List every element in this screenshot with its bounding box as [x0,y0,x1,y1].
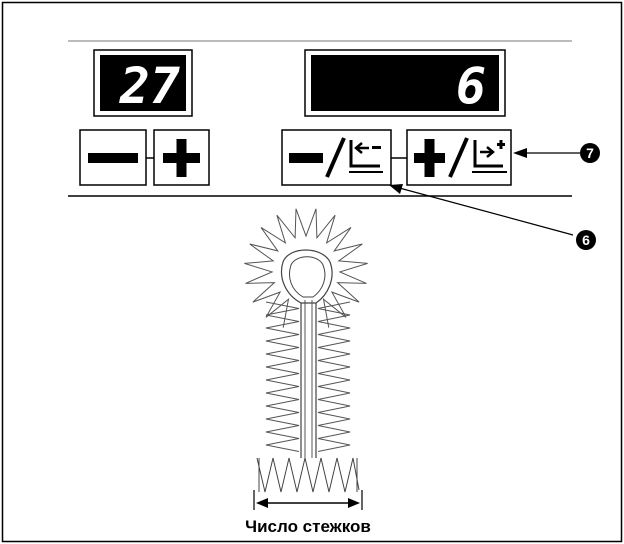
stitch-forward-icon [472,140,507,173]
side-stitch-zigzag [265,301,300,452]
callout-7-number: 7 [586,145,594,161]
stitch-display: 6 [304,49,506,117]
callout-6-number: 6 [582,232,590,248]
callout-6-badge [576,230,596,250]
stitch-back-icon [349,140,383,173]
count-display: 27 [93,49,193,117]
buttonhole-stitch-drawing [244,208,368,510]
stitch-display-value: 6 [456,57,486,115]
stitch-count-dimension-arrow [256,498,360,508]
plus-icon [414,139,445,177]
callout-6-arrowhead [389,184,403,194]
callout-6-leader [391,185,574,236]
slash-icon [448,137,469,178]
side-stitch-zigzag [317,301,351,452]
callout-7-arrowhead [513,148,527,158]
minus-icon [289,153,323,163]
plus-icon [163,139,200,177]
count-display-value: 27 [119,57,180,115]
callout-7-badge [580,143,600,163]
minus-icon [88,153,138,163]
slash-icon [325,137,346,178]
stitch-count-caption: Число стежков [245,517,371,536]
